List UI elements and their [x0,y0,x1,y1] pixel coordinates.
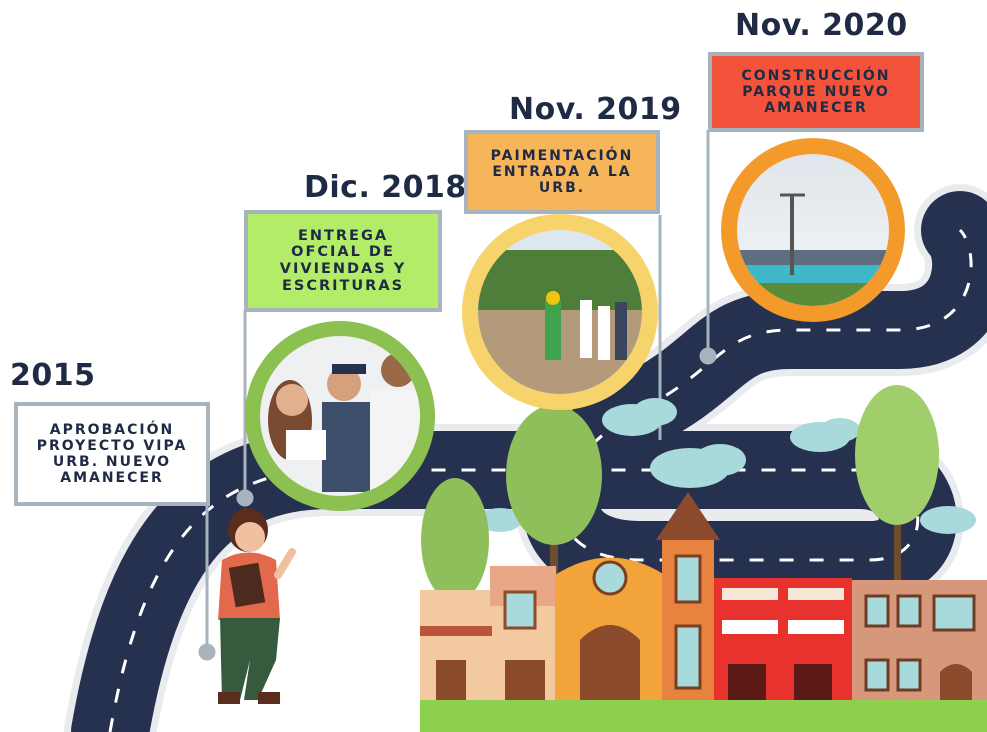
milestone-box-2020: CONSTRUCCIÓN PARQUE NUEVO AMANECER [708,52,924,132]
trees [421,385,939,640]
photo-circle-2018 [245,321,435,511]
clouds [478,398,976,534]
year-label-nov-2020: Nov. 2020 [735,8,908,43]
year-label-nov-2019: Nov. 2019 [509,92,682,127]
milestone-box-2015: APROBACIÓN PROYECTO VIPA URB. NUEVO AMAN… [14,402,210,506]
milestone-box-2018: ENTREGA OFCIAL DE VIVIENDAS Y ESCRITURAS [244,210,442,312]
winding-road [64,184,987,732]
buildings [420,492,987,732]
girl-with-book-illustration [218,508,296,704]
year-label-dic-2018: Dic. 2018 [304,170,467,205]
timeline-stems [198,130,717,661]
photo-circle-2020 [721,138,905,322]
milestone-box-2019: PAIMENTACIÓN ENTRADA A LA URB. [464,130,660,214]
tree-middle [506,405,602,600]
tree-right [855,385,939,600]
year-label-2015: 2015 [10,358,96,393]
photo-circle-2019 [462,214,658,410]
